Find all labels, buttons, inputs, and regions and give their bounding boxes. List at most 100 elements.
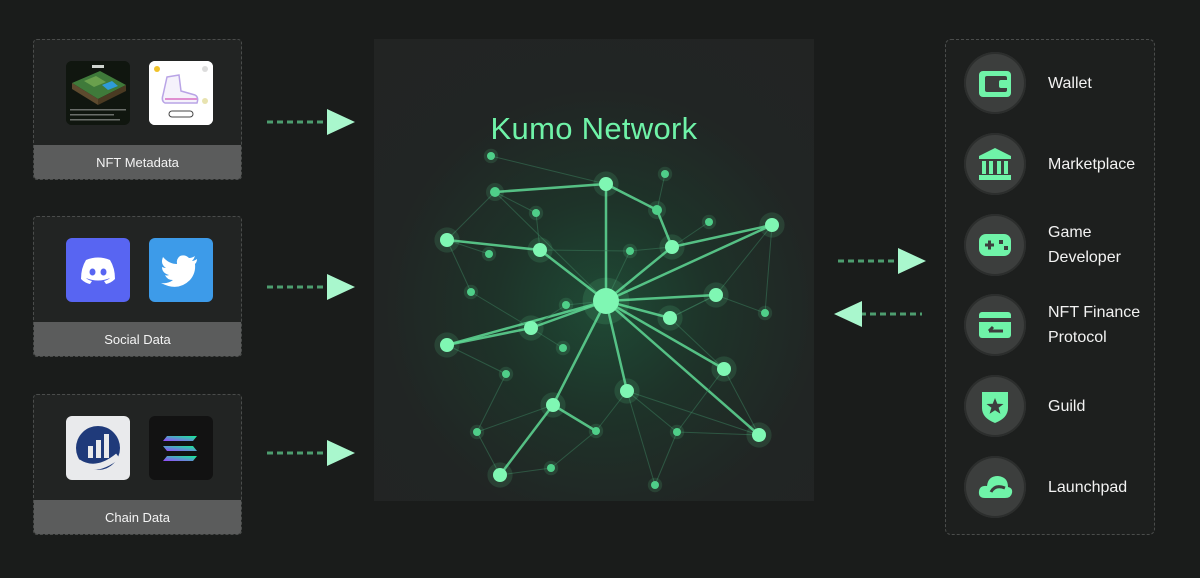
- arrow-left-from-roles: [834, 301, 922, 327]
- network-link: [626, 390, 656, 486]
- network-node: [663, 311, 677, 325]
- network-node: [485, 250, 493, 258]
- network-node: [709, 288, 723, 302]
- network-link: [676, 431, 760, 436]
- nft-metadata-box: NFT Metadata: [33, 39, 242, 180]
- network-link: [494, 191, 607, 302]
- network-graph: [434, 148, 785, 493]
- arrow-right-to-roles: [838, 248, 926, 274]
- network-node: [440, 338, 454, 352]
- network-node: [473, 428, 481, 436]
- network-link: [470, 291, 532, 329]
- network-link: [629, 246, 673, 252]
- network-node: [502, 370, 510, 378]
- network-node: [532, 209, 540, 217]
- gamepad-icon: [964, 214, 1026, 276]
- network-node: [440, 233, 454, 247]
- chain-analytics-icon: [66, 416, 130, 480]
- network-node: [490, 187, 500, 197]
- role-label-launchpad: Launchpad: [1048, 478, 1128, 496]
- sneaker-nft-thumbnail: [149, 61, 213, 125]
- network-link: [669, 294, 717, 319]
- network-link: [552, 403, 597, 433]
- network-link: [499, 404, 554, 476]
- network-link: [605, 246, 673, 302]
- network-node: [467, 288, 475, 296]
- game-map-thumbnail: [66, 61, 130, 125]
- network-link: [626, 390, 760, 436]
- network-node: [705, 218, 713, 226]
- network-link: [715, 294, 766, 314]
- network-node: [765, 218, 779, 232]
- network-link: [476, 404, 554, 433]
- network-link: [605, 299, 725, 371]
- twitter-icon: [149, 238, 213, 302]
- network-link: [530, 299, 607, 330]
- network-link: [446, 239, 490, 255]
- network-node: [599, 177, 613, 191]
- role-nft-finance-protocol: NFT Finance Protocol: [964, 294, 1148, 356]
- network-node: [562, 301, 570, 309]
- network-link: [671, 223, 773, 249]
- network-link: [605, 223, 773, 303]
- source-label-nft-metadata: NFT Metadata: [34, 145, 241, 179]
- network-link: [723, 368, 760, 436]
- role-guild: Guild: [964, 375, 1148, 437]
- network-link: [446, 238, 541, 252]
- network-link: [446, 344, 507, 375]
- network-node: [651, 481, 659, 489]
- role-label-game-developer: Game Developer: [1048, 224, 1121, 266]
- network-link: [604, 300, 629, 392]
- network-link: [446, 326, 532, 347]
- network-node: [592, 427, 600, 435]
- role-label-guild: Guild: [1048, 397, 1086, 415]
- role-label-marketplace: Marketplace: [1048, 155, 1136, 173]
- network-link: [499, 467, 552, 476]
- network-node: [487, 152, 495, 160]
- network-link: [605, 182, 658, 212]
- network-node: [752, 428, 766, 442]
- source-label-chain-data: Chain Data: [34, 500, 241, 534]
- network-node: [626, 247, 634, 255]
- social-data-box: Social Data: [33, 216, 242, 357]
- role-marketplace: Marketplace: [964, 133, 1148, 195]
- role-game-developer: Game Developer: [964, 214, 1148, 276]
- network-link: [550, 430, 597, 469]
- network-node: [493, 468, 507, 482]
- role-launchpad: Launchpad: [964, 456, 1148, 518]
- arrow-right-chain: [267, 440, 355, 466]
- network-link: [715, 224, 773, 296]
- network-node: [761, 309, 769, 317]
- network-link: [605, 300, 760, 436]
- network-node: [547, 464, 555, 472]
- network-link: [626, 390, 678, 433]
- network-node: [593, 288, 619, 314]
- arrow-right-nft: [267, 109, 355, 135]
- network-link: [446, 239, 472, 293]
- network-link: [446, 191, 496, 241]
- network-link: [595, 390, 628, 432]
- arrow-right-social: [267, 274, 355, 300]
- network-link: [476, 431, 501, 476]
- solana-icon: [149, 416, 213, 480]
- network-node: [717, 362, 731, 376]
- network-node: [546, 398, 560, 412]
- kumo-network-panel: Kumo Network: [374, 39, 814, 501]
- cloud-icon: [964, 456, 1026, 518]
- network-node: [665, 240, 679, 254]
- wallet-icon: [964, 52, 1026, 114]
- network-link: [676, 368, 725, 433]
- bank-icon: [964, 133, 1026, 195]
- roles-panel: [945, 39, 1155, 535]
- chain-data-box: Chain Data: [33, 394, 242, 535]
- network-link: [654, 431, 678, 486]
- network-link: [539, 249, 607, 302]
- network-link: [551, 300, 608, 406]
- source-label-social-data: Social Data: [34, 322, 241, 356]
- network-node: [661, 170, 669, 178]
- network-node: [620, 384, 634, 398]
- network-link: [764, 224, 773, 314]
- role-label-wallet: Wallet: [1048, 74, 1092, 92]
- role-wallet: Wallet: [964, 52, 1148, 114]
- network-link: [605, 293, 717, 303]
